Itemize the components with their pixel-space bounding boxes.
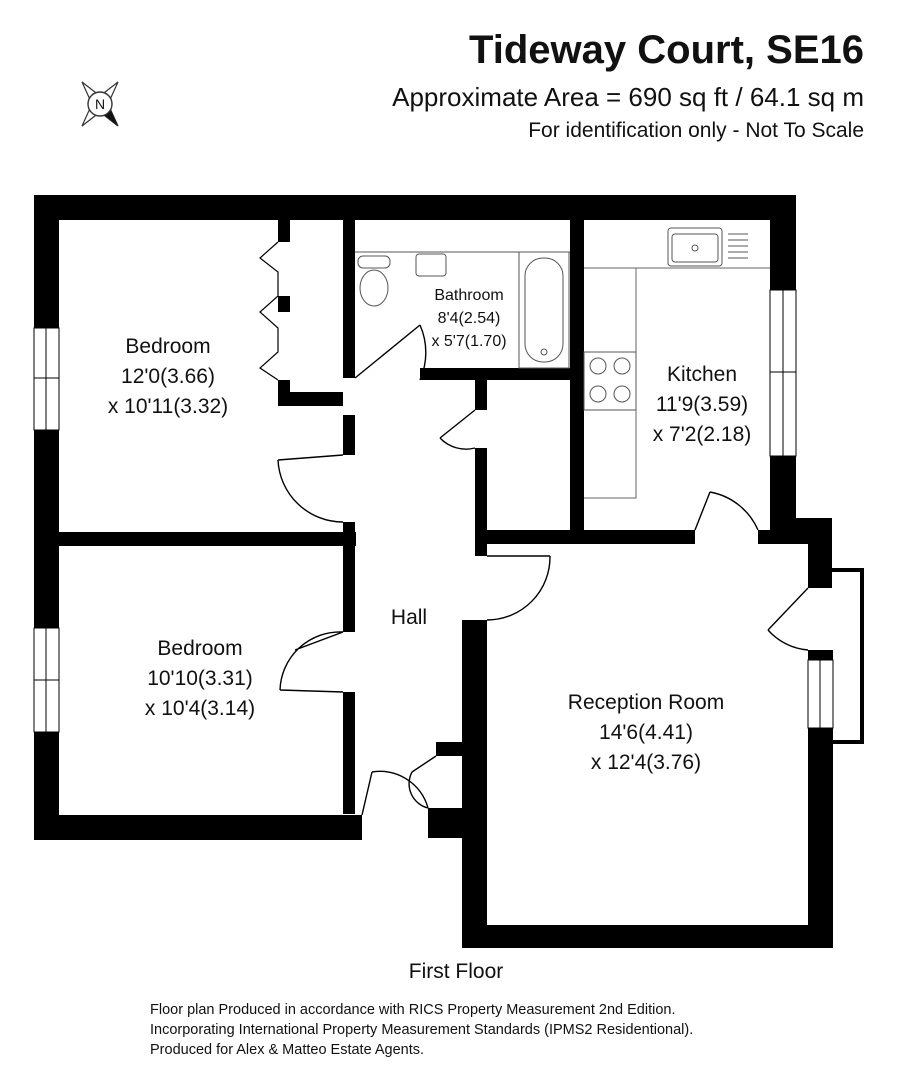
room-name: Reception Room bbox=[567, 691, 725, 714]
room-bedroom-1: Bedroom 12'0(3.66) x 10'11(3.32) bbox=[108, 332, 228, 422]
room-dimension: 11'9(3.59) bbox=[655, 393, 749, 416]
floor-name: First Floor bbox=[408, 960, 504, 983]
room-name: Kitchen bbox=[666, 363, 738, 386]
room-dimension: x 10'4(3.14) bbox=[144, 697, 256, 720]
room-dimension: x 5'7(1.70) bbox=[431, 333, 507, 350]
room-name: Hall bbox=[390, 606, 428, 629]
door-swings bbox=[277, 324, 809, 816]
room-bathroom: Bathroom 8'4(2.54) x 5'7(1.70) bbox=[431, 284, 506, 353]
page-title: Tideway Court, SE16 bbox=[469, 28, 864, 72]
room-name: Bedroom bbox=[125, 335, 211, 358]
room-name: Bedroom bbox=[157, 637, 243, 660]
room-dimension: x 12'4(3.76) bbox=[590, 751, 702, 774]
scale-note: For identification only - Not To Scale bbox=[528, 119, 864, 142]
sink-icon bbox=[667, 227, 748, 267]
footer-line: Floor plan Produced in accordance with R… bbox=[150, 1002, 676, 1018]
footer-line: Incorporating International Property Mea… bbox=[150, 1022, 694, 1038]
room-dimension: x 10'11(3.32) bbox=[107, 395, 229, 418]
room-dimension: 8'4(2.54) bbox=[437, 310, 501, 327]
room-dimension: x 7'2(2.18) bbox=[652, 423, 752, 446]
room-name: Bathroom bbox=[434, 287, 504, 304]
room-bedroom-2: Bedroom 10'10(3.31) x 10'4(3.14) bbox=[145, 634, 255, 724]
room-reception: Reception Room 14'6(4.41) x 12'4(3.76) bbox=[568, 688, 724, 778]
room-hall: Hall bbox=[391, 603, 427, 633]
room-dimension: 14'6(4.41) bbox=[599, 721, 693, 744]
area-text: Approximate Area = 690 sq ft / 64.1 sq m bbox=[392, 82, 864, 112]
room-dimension: 12'0(3.66) bbox=[121, 365, 215, 388]
room-kitchen: Kitchen 11'9(3.59) x 7'2(2.18) bbox=[653, 360, 752, 450]
wardrobe-doors bbox=[259, 241, 279, 381]
room-dimension: 10'10(3.31) bbox=[147, 667, 253, 690]
footer-line: Produced for Alex & Matteo Estate Agents… bbox=[150, 1042, 425, 1058]
balcony-outline bbox=[832, 568, 864, 744]
compass-icon: N bbox=[81, 81, 119, 127]
bathroom-fixtures bbox=[355, 251, 570, 369]
window-lines bbox=[34, 290, 821, 732]
hob-icon bbox=[583, 351, 637, 411]
footer-notes: Floor plan Produced in accordance with R… bbox=[150, 1000, 693, 1060]
compass-n-label: N bbox=[95, 96, 105, 112]
